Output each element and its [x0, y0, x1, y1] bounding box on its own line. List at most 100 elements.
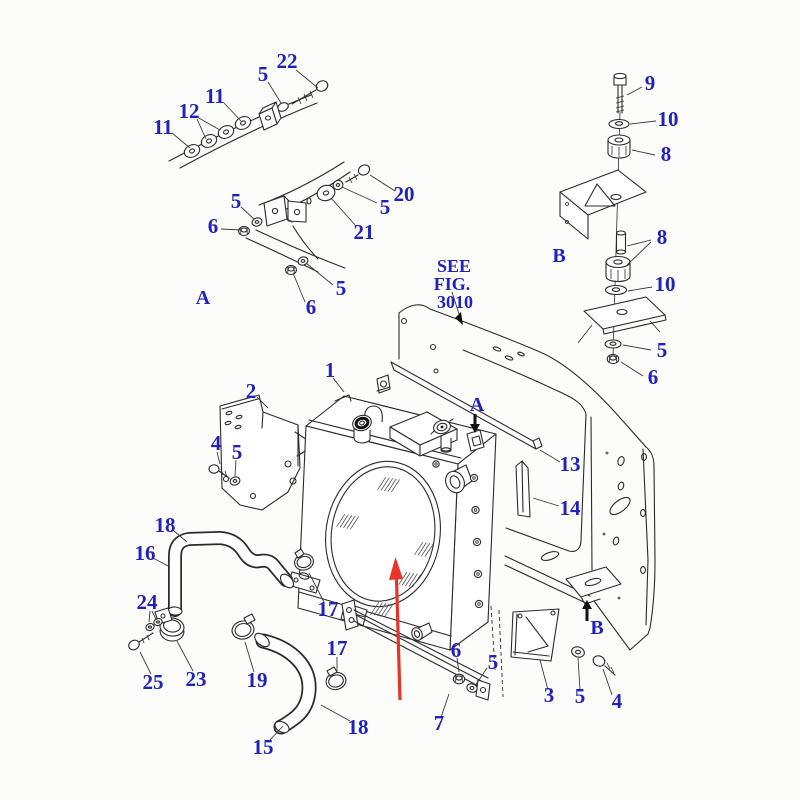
part-label-5: 5: [232, 440, 243, 464]
part-label-22: 22: [277, 49, 298, 73]
part-label-7: 7: [434, 711, 445, 735]
red-locator-arrow: [389, 557, 403, 701]
part-label-8: 8: [657, 225, 668, 249]
part-label-6: 6: [208, 214, 219, 238]
part-label-10: 10: [655, 272, 676, 296]
view-label-B: B: [590, 617, 603, 639]
spacer-block: [258, 101, 282, 131]
part-label-5: 5: [657, 338, 668, 362]
washer-10-upper: [608, 118, 630, 130]
washer-5-a1: [251, 217, 263, 227]
nut-6-a1: [238, 225, 250, 237]
nut-6-a2: [285, 264, 297, 276]
washer-5-a2: [297, 256, 309, 266]
washer-5-left: [229, 476, 241, 486]
part-label-14: 14: [560, 496, 582, 520]
part-label-11: 11: [153, 115, 173, 139]
side-bolts: [432, 460, 484, 609]
part-label-4: 4: [211, 431, 222, 455]
hose-clamp-19: [231, 613, 256, 640]
part-label-21: 21: [354, 220, 375, 244]
part-label-16: 16: [135, 541, 156, 565]
radiator-outlet-lower: [411, 622, 433, 641]
spacer-8: [615, 230, 627, 255]
note-line: 3010: [437, 292, 473, 312]
bracket-a-cluster: [238, 164, 371, 276]
washer-5-20: [332, 179, 344, 191]
see-fig-arrow: [451, 291, 463, 325]
part-label-6: 6: [451, 638, 462, 662]
view-label-B: B: [552, 245, 565, 267]
upper-hose: [167, 531, 295, 617]
part-label-15: 15: [253, 735, 274, 759]
part-label-9: 9: [645, 71, 656, 95]
bolt-22: [291, 80, 329, 105]
washer-11a: [234, 116, 252, 130]
part-label-18: 18: [348, 715, 369, 739]
part-label-6: 6: [648, 365, 659, 389]
rear-frame-panel: [398, 304, 656, 651]
washer-21: [316, 184, 336, 202]
part-label-5: 5: [380, 195, 391, 219]
bracket-3: [510, 608, 560, 662]
washer-12a: [217, 125, 235, 139]
u-bracket: [263, 195, 312, 227]
cushion-8-upper: [607, 134, 631, 159]
part-label-19: 19: [247, 668, 268, 692]
hose-clamp-17-upper: [294, 548, 314, 571]
part-label-4: 4: [612, 689, 623, 713]
lower-hose: [254, 632, 317, 735]
reference-arrows: [451, 291, 592, 621]
mount-bracket-b: [559, 169, 647, 240]
fan-shroud-ring: [325, 460, 441, 608]
bolt-4-bracket3: [592, 655, 616, 676]
part-label-11: 11: [205, 84, 225, 108]
leader-lines: [139, 69, 657, 741]
seal-bar-13: [390, 361, 543, 450]
part-label-5: 5: [575, 684, 586, 708]
bolt-20: [345, 164, 371, 184]
part-label-10: 10: [658, 107, 679, 131]
view-a-arrow: [470, 414, 480, 433]
view-b-arrow: [582, 600, 592, 621]
washer-5-bracket3: [571, 646, 585, 658]
cushion-8-lower: [605, 255, 631, 283]
bolt-25: [128, 632, 154, 651]
radiator-inlet-port: [352, 405, 383, 444]
part-label-24: 24: [137, 590, 159, 614]
part-label-5: 5: [336, 276, 347, 300]
labels-layer: 225111211205215656A9108B81056SEEFIG.3010…: [135, 49, 679, 759]
view-label-A: A: [470, 394, 485, 416]
part-label-6: 6: [306, 295, 317, 319]
part-label-23: 23: [186, 667, 207, 691]
part-label-1: 1: [325, 358, 336, 382]
frame-bottom-tab: [565, 566, 622, 605]
part-label-20: 20: [394, 182, 415, 206]
support-bar-7: [341, 599, 491, 701]
part-label-8: 8: [661, 142, 672, 166]
cushion-mount-assembly: [559, 72, 667, 365]
part-label-25: 25: [143, 670, 164, 694]
washers-24: [145, 617, 163, 632]
bolt-9: [613, 72, 627, 114]
filler-cap: [430, 418, 454, 453]
washer-10-lower: [604, 284, 628, 296]
note-line: FIG.: [434, 274, 471, 294]
washer-5-bar: [466, 683, 478, 693]
part-label-5: 5: [258, 62, 269, 86]
view-label-A: A: [196, 287, 211, 309]
washer-5-top-right: [604, 339, 622, 349]
part-label-18: 18: [155, 513, 176, 537]
part-label-17: 17: [318, 597, 339, 621]
core-fin-hatching: [336, 476, 434, 618]
frame-top-plate: [577, 296, 667, 344]
hidden-lines: [490, 605, 504, 698]
note-line: SEE: [437, 256, 471, 276]
bolt-22-stack: [183, 80, 329, 158]
washer-11b: [183, 144, 201, 158]
part-label-12: 12: [179, 99, 200, 123]
radiator: [287, 374, 497, 651]
part-label-2: 2: [246, 379, 257, 403]
